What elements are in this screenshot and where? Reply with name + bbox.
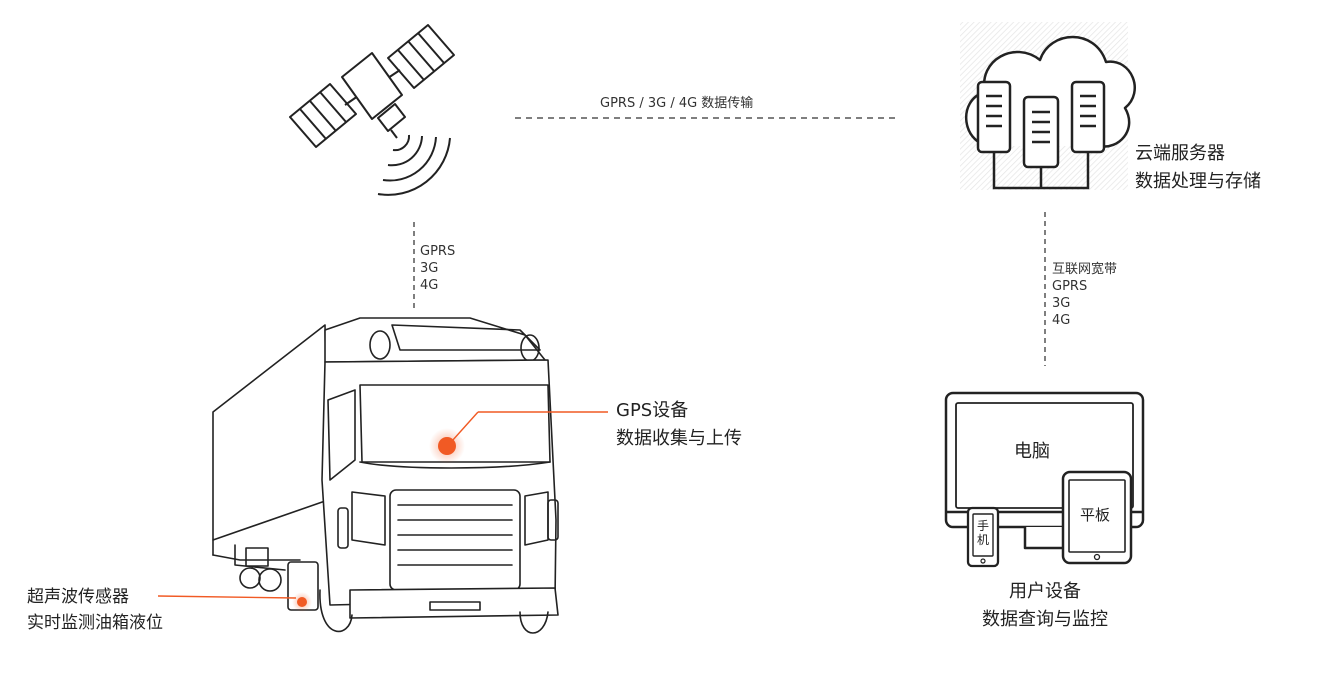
phone-label: 手机 [976,519,989,547]
sensor-label: 超声波传感器 实时监测油箱液位 [27,584,163,636]
link-label-satellite-cloud: GPRS / 3G / 4G 数据传输 [600,95,753,112]
gps-label: GPS设备 数据收集与上传 [616,397,742,453]
phone-icon [966,506,1000,568]
gps-title: GPS设备 [616,400,689,421]
link-text: 4G [420,278,439,293]
user-devices-label: 用户设备 数据查询与监控 [970,578,1120,634]
link-text: 3G [1052,296,1071,311]
cloud-server-icon [960,22,1136,190]
link-label-cloud-devices: 互联网宽带 GPRS 3G 4G [1052,261,1117,329]
sensor-dot [297,597,307,607]
tablet-label: 平板 [1080,506,1111,524]
computer-label: 电脑 [1014,441,1050,462]
link-text: GPRS [1052,279,1088,294]
gps-leader-line [451,411,479,442]
cloud-title: 云端服务器 [1135,143,1225,164]
satellite-icon [289,24,455,196]
sensor-subtitle: 实时监测油箱液位 [27,613,163,633]
link-text: 3G [420,261,439,276]
cloud-label: 云端服务器 数据处理与存储 [1135,140,1261,196]
user-devices-subtitle: 数据查询与监控 [982,609,1108,630]
gps-dot [438,437,456,455]
link-text: GPRS / 3G / 4G 数据传输 [600,96,754,111]
tablet-icon [1061,470,1133,565]
cloud-subtitle: 数据处理与存储 [1135,171,1261,192]
sensor-title: 超声波传感器 [27,587,129,607]
link-text: GPRS [420,244,456,259]
link-text: 4G [1052,313,1071,328]
sensor-leader-line [157,595,297,599]
user-devices-title: 用户设备 [1009,581,1081,602]
link-label-truck-satellite: GPRS 3G 4G [420,243,455,294]
truck-icon [212,317,559,634]
link-text: 互联网宽带 [1052,262,1118,277]
gps-subtitle: 数据收集与上传 [616,428,742,449]
